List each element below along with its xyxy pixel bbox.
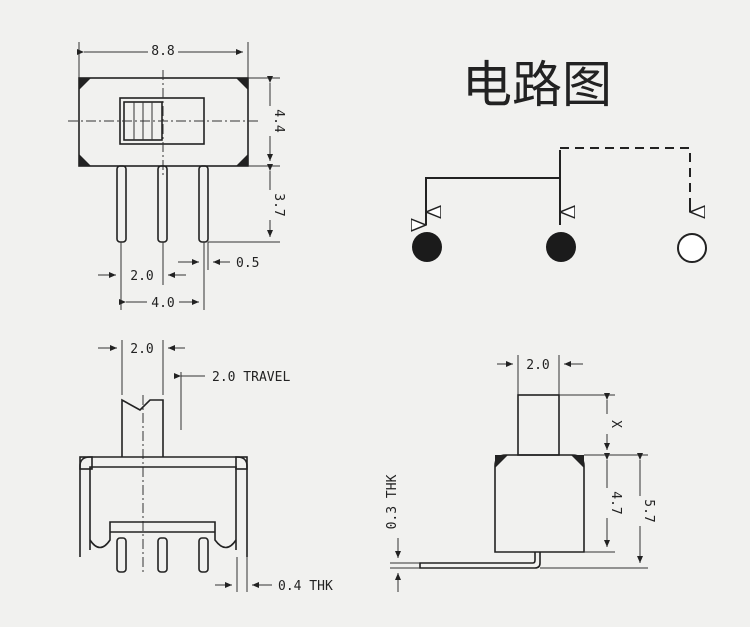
side-pin-thickness-label: 0.3 THK — [385, 474, 400, 529]
actuator-height-label: X — [608, 420, 623, 428]
front-pin-thickness-label: 0.4 THK — [278, 579, 333, 594]
front-pin-right — [198, 537, 209, 573]
side-view: 2.0 X 4.7 5.7 0.3 THK — [385, 355, 656, 592]
side-actuator-width-label: 2.0 — [526, 358, 549, 373]
front-actuator — [121, 398, 164, 457]
corner-br — [236, 154, 248, 166]
front-pin-left — [116, 537, 127, 573]
front-base — [89, 521, 237, 549]
width-label: 8.8 — [151, 44, 174, 59]
side-actuator — [517, 394, 560, 456]
side-bent-pin — [419, 552, 541, 569]
alt-position-wire — [560, 147, 691, 210]
front-pin-middle — [157, 537, 168, 573]
pin-middle — [157, 165, 168, 243]
pin-span-label: 4.0 — [151, 296, 174, 311]
body-height-label: 4.7 — [608, 491, 623, 514]
front-shell — [79, 456, 248, 557]
corner-tr — [236, 78, 248, 90]
pin-right — [198, 165, 209, 243]
pin-length-label: 3.7 — [271, 193, 286, 216]
terminal-closed-middle — [546, 232, 576, 262]
front-actuator-width-label: 2.0 — [130, 342, 153, 357]
top-view: 8.8 4.4 3.7 — [68, 42, 286, 311]
pin-left — [116, 165, 127, 243]
circuit-schematic — [412, 147, 707, 263]
travel-label: 2.0 TRAVEL — [212, 370, 290, 385]
side-body — [494, 454, 585, 553]
terminal-open-right — [677, 233, 707, 263]
pin-width-label: 0.5 — [236, 256, 259, 271]
height-label: 4.4 — [271, 109, 286, 133]
front-view: 2.0 2.0 TRAVEL 0.4 THK — [79, 340, 333, 594]
terminal-closed-left — [412, 232, 442, 262]
pin-pitch-label: 2.0 — [130, 269, 153, 284]
corner-bl — [79, 154, 91, 166]
common-wire — [426, 177, 561, 225]
corner-tl — [79, 78, 91, 90]
total-height-label: 5.7 — [641, 499, 656, 522]
schematic-title: 电路图 — [462, 56, 612, 114]
